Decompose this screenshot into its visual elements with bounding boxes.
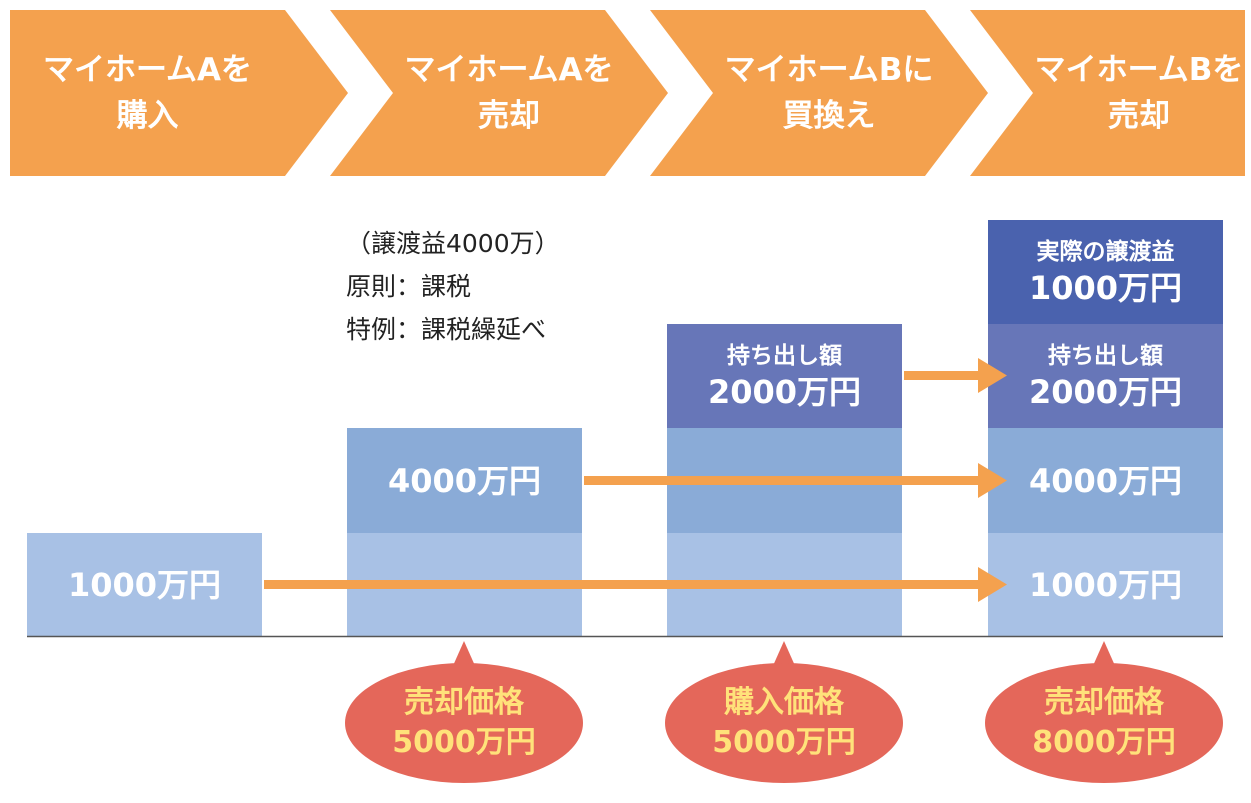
col4-base-block: 1000万円: [988, 533, 1223, 636]
bubble-2-text: 購入価格 5000万円: [664, 683, 904, 763]
bubble-1-text: 売却価格 5000万円: [344, 683, 584, 763]
bubble-sale-b: [985, 641, 1223, 783]
col4-carry-value: 2000万円: [1028, 373, 1183, 411]
col3-carry-value: 2000万円: [707, 373, 862, 411]
col1-base-text: 1000万円: [67, 565, 222, 604]
col4-actual-block: 実際の譲渡益 1000万円: [988, 220, 1223, 324]
stage-4-chevron: [970, 10, 1245, 176]
col2-gain-block: 4000万円: [347, 428, 582, 533]
bubble-purchase-b: [665, 641, 903, 783]
col4-gain-text: 4000万円: [1028, 461, 1183, 500]
stage-3-chevron: [650, 10, 988, 176]
arrow-carry-out: [904, 358, 1007, 393]
note-exception: 特例：課税繰延べ: [346, 315, 547, 344]
note-gain: （譲渡益4000万）: [346, 229, 560, 258]
col4-carry-block: 持ち出し額 2000万円: [988, 324, 1223, 428]
col4-carry-label: 持ち出し額: [1048, 343, 1163, 369]
bubble-3-label: 売却価格: [1044, 685, 1164, 720]
col4-actual-label: 実際の譲渡益: [1036, 239, 1175, 265]
col4-actual-value: 1000万円: [1028, 269, 1183, 307]
col3-carry-label: 持ち出し額: [727, 343, 842, 369]
stage-3-label: マイホームBに 買換え: [724, 52, 934, 134]
arrow-gain: [584, 463, 1007, 498]
col4-base-text: 1000万円: [1028, 565, 1183, 604]
tax-note: （譲渡益4000万） 原則：課税 特例：課税繰延べ: [346, 222, 560, 351]
bubble-3-text: 売却価格 8000万円: [984, 683, 1224, 763]
bubble-2-value: 5000万円: [712, 725, 856, 760]
col1-base-block: 1000万円: [27, 533, 262, 636]
note-principle: 原則：課税: [346, 272, 472, 301]
bubble-sale-a: [345, 641, 583, 783]
col2-gain-text: 4000万円: [387, 461, 542, 500]
stage-2-chevron: [330, 10, 668, 176]
bubble-3-value: 8000万円: [1032, 725, 1176, 760]
col3-carry-block: 持ち出し額 2000万円: [667, 324, 902, 428]
col4-gain-block: 4000万円: [988, 428, 1223, 533]
bubble-2-label: 購入価格: [724, 685, 844, 720]
stage-1-label: マイホームAを 購入: [42, 52, 253, 134]
arrow-base: [264, 567, 1007, 602]
stage-1-chevron: [10, 10, 348, 176]
bubble-1-label: 売却価格: [404, 685, 524, 720]
bubble-1-value: 5000万円: [392, 725, 536, 760]
stage-chevrons: [10, 10, 1245, 176]
stage-4-label: マイホームBを 売却: [1034, 52, 1244, 134]
stage-2-label: マイホームAを 売却: [404, 52, 614, 134]
